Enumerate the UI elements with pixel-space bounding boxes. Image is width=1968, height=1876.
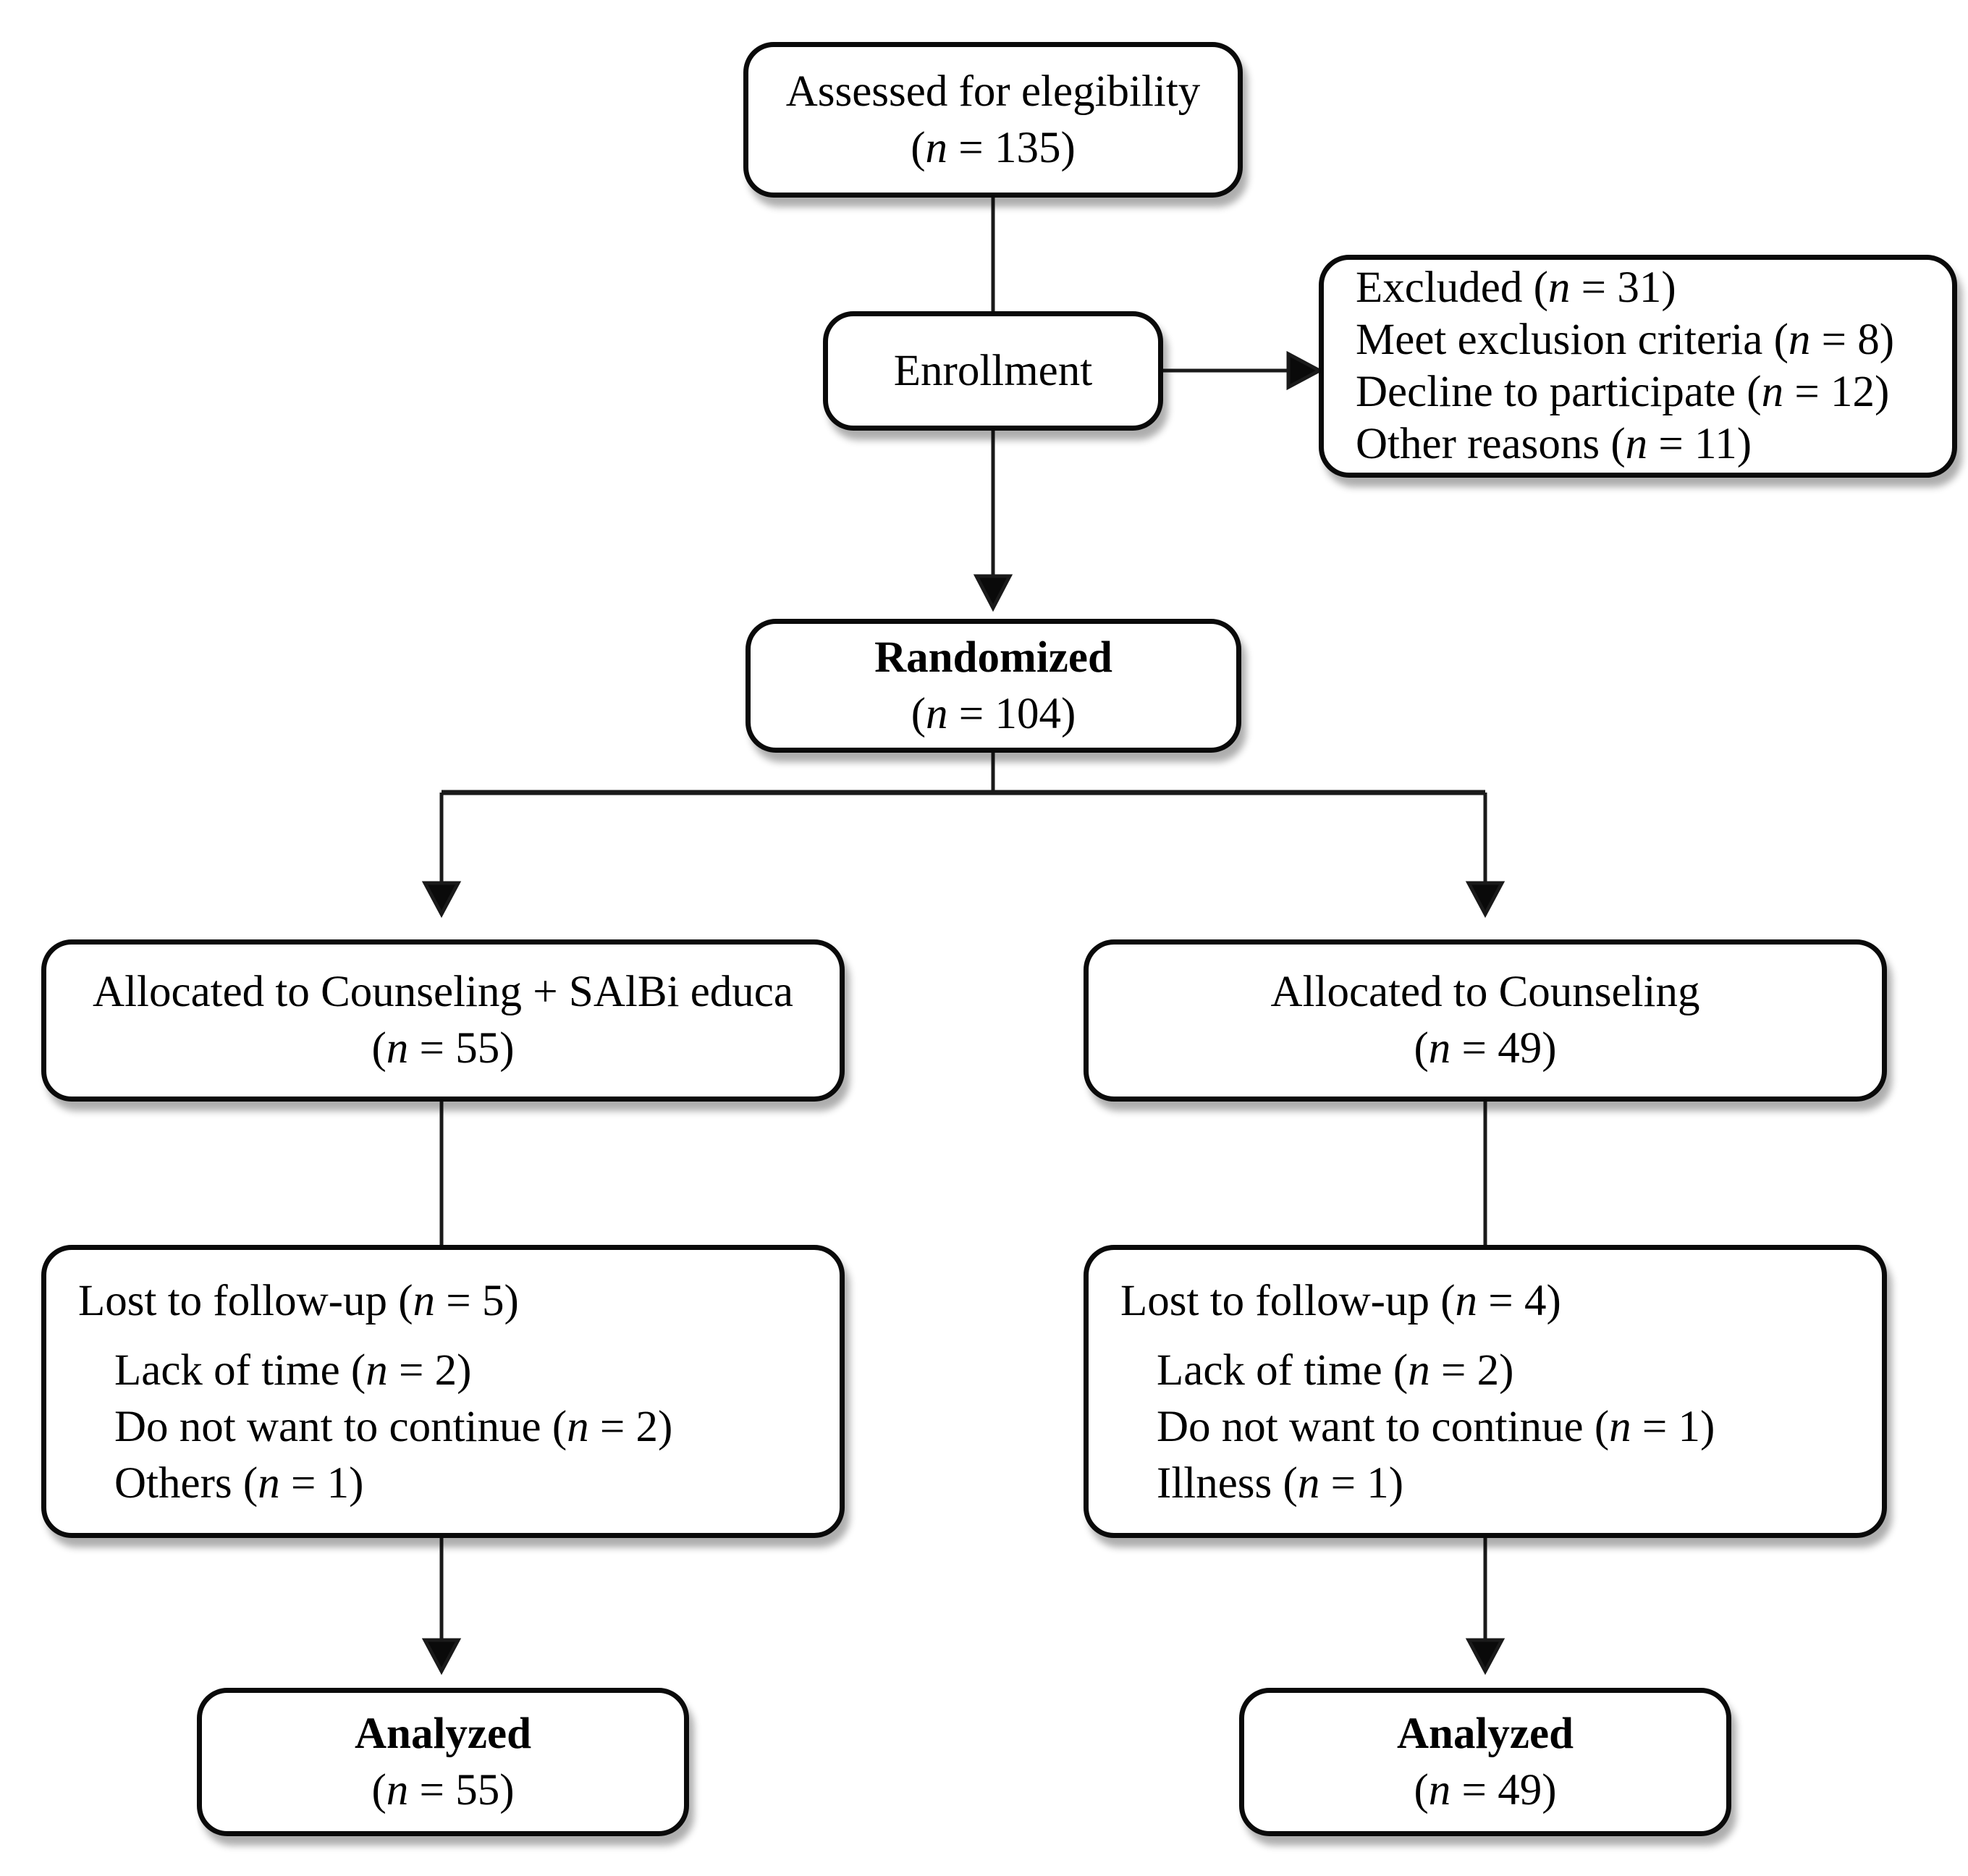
excluded-box: Excluded (n = 31)Meet exclusion criteria… — [1319, 255, 1957, 478]
box-text-line: Assessed for elegibility — [785, 67, 1201, 116]
lost-to-followup-control-box: Lost to follow-up (n = 4) Lack of time (n… — [1084, 1245, 1887, 1538]
box-text-line: Other reasons (n = 11) — [1356, 420, 1752, 468]
box-text-line: (n = 104) — [911, 689, 1076, 738]
box-text-line: Do not want to continue (n = 1) — [1157, 1403, 1715, 1451]
randomized-box: Randomized (n = 104) — [746, 619, 1241, 753]
lost-to-followup-intervention-box: Lost to follow-up (n = 5) Lack of time (n… — [41, 1245, 845, 1538]
analyzed-intervention-box: Analyzed (n = 55) — [197, 1688, 689, 1836]
analyzed-control-box: Analyzed (n = 49) — [1239, 1688, 1731, 1836]
box-text-line: Allocated to Counseling — [1270, 968, 1700, 1016]
box-text-line: (n = 135) — [911, 123, 1076, 172]
box-text-line: Lost to follow-up (n = 5) — [78, 1277, 519, 1325]
box-text-line: Decline to participate (n = 12) — [1356, 368, 1890, 416]
allocation-control-box: Allocated to Counseling (n = 49) — [1084, 939, 1887, 1102]
box-text-line: Illness (n = 1) — [1157, 1459, 1404, 1508]
box-text-line: Lack of time (n = 2) — [1157, 1346, 1514, 1395]
box-text-line: Allocated to Counseling + SAlBi educa — [93, 968, 793, 1016]
arrowhead-lost-to-analyzed-intervention — [421, 1638, 462, 1676]
allocation-intervention-box: Allocated to Counseling + SAlBi educa (n … — [41, 939, 845, 1102]
assessed-for-eligibility-box: Assessed for elegibility (n = 135) — [743, 42, 1243, 198]
box-text-line: Lack of time (n = 2) — [114, 1346, 472, 1395]
arrowhead-lost-to-analyzed-control — [1465, 1638, 1505, 1676]
box-text-line: (n = 49) — [1414, 1024, 1557, 1073]
arrowhead-enrollment-to-excluded — [1286, 350, 1324, 391]
box-text-line: Analyzed — [355, 1709, 531, 1758]
box-text-line: Excluded (n = 31) — [1356, 263, 1676, 312]
box-text-line: Meet exclusion criteria (n = 8) — [1356, 316, 1895, 364]
box-text-line: Randomized — [874, 633, 1112, 682]
arrowhead-branch-control — [1465, 881, 1505, 918]
box-text-line: Do not want to continue (n = 2) — [114, 1403, 673, 1451]
box-text-line: (n = 49) — [1414, 1765, 1557, 1814]
box-text-line: (n = 55) — [371, 1024, 515, 1073]
enrollment-box: Enrollment — [823, 311, 1163, 431]
box-text-line: Others (n = 1) — [114, 1459, 364, 1508]
arrowhead-enrollment-to-randomized — [973, 574, 1013, 612]
box-text-line: Enrollment — [893, 346, 1093, 395]
box-text-line: (n = 55) — [371, 1765, 515, 1814]
box-text-line: Lost to follow-up (n = 4) — [1120, 1277, 1561, 1325]
box-text-line: Analyzed — [1397, 1709, 1574, 1758]
arrowhead-branch-intervention — [421, 881, 462, 918]
